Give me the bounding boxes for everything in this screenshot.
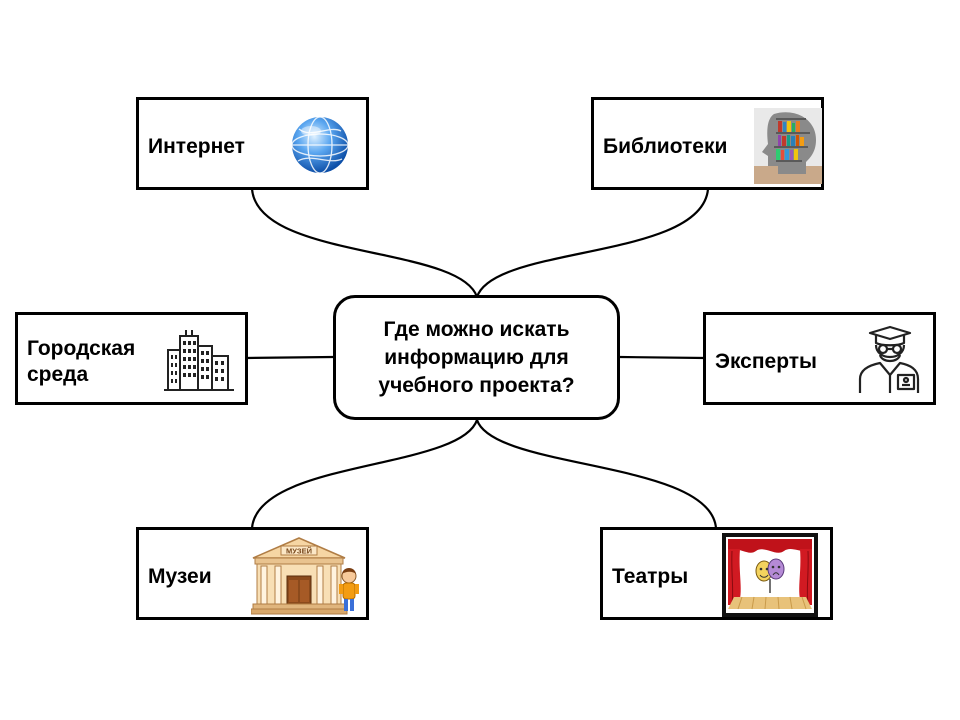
connector-libraries — [475, 188, 710, 298]
central-question-box: Где можно искать информацию для учебного… — [333, 295, 620, 420]
connector-city — [245, 355, 334, 360]
connector-theaters — [475, 419, 718, 529]
connector-museums — [250, 419, 479, 529]
node-libraries-label: Библиотеки — [603, 135, 728, 158]
city-buildings-icon — [164, 330, 234, 391]
node-experts: Эксперты — [703, 312, 936, 405]
node-theaters: Театры — [600, 527, 833, 620]
node-city-environment: Городская среда — [15, 312, 248, 405]
node-museums: Музеи МУЗЕЙ — [136, 527, 369, 620]
central-question-text: Где можно искать информацию для учебного… — [378, 317, 575, 397]
node-city-label: Городская среда — [27, 337, 136, 386]
head-bookshelf-icon — [754, 108, 822, 184]
node-internet: Интернет — [136, 97, 369, 190]
node-libraries: Библиотеки — [591, 97, 824, 190]
node-internet-label: Интернет — [148, 135, 245, 158]
connector-internet — [250, 188, 479, 298]
globe-icon — [291, 116, 349, 174]
node-experts-label: Эксперты — [715, 350, 817, 373]
connector-experts — [619, 355, 706, 360]
node-theaters-label: Театры — [612, 565, 689, 588]
theater-stage-icon — [722, 533, 818, 617]
museum-sign-text: МУЗЕЙ — [286, 547, 312, 556]
node-museums-label: Музеи — [148, 565, 212, 588]
expert-person-icon — [858, 325, 920, 393]
museum-building-icon: МУЗЕЙ — [251, 537, 359, 615]
